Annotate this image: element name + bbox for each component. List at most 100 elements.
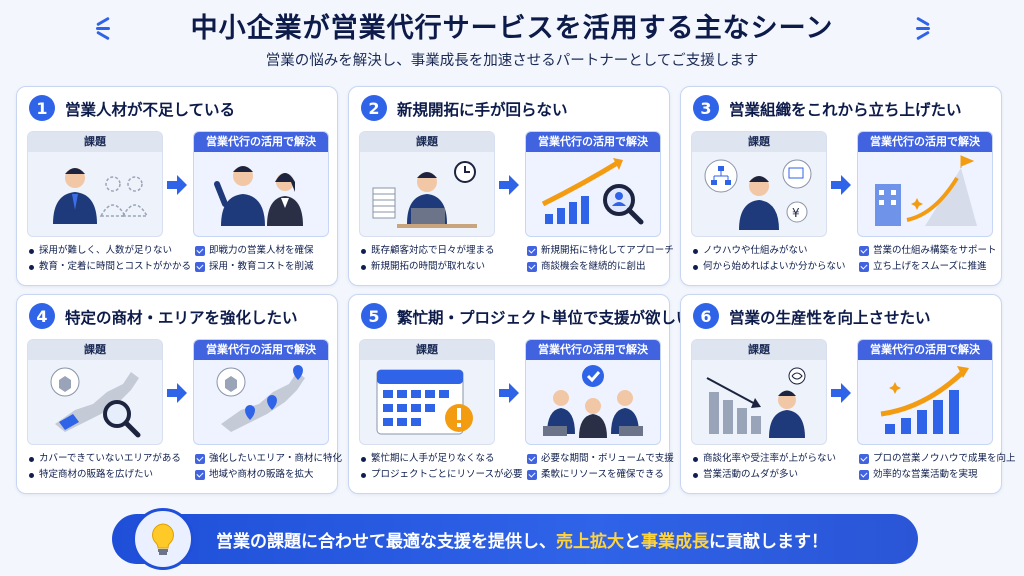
solution-list: 新規開拓に特化してアプローチ 商談機会を継続的に創出 (527, 243, 677, 275)
issue-item: 営業活動のムダが多い (693, 467, 843, 483)
card-title: 特定の商材・エリアを強化したい (65, 309, 298, 327)
scene-card-6: 6 営業の生産性を向上させたい 課題 営業代行の活用で解決 商談化率や受注率が上… (680, 294, 1016, 494)
solution-item: 新規開拓に特化してアプローチ (527, 243, 677, 259)
issue-item: 繁忙期に人手が足りなくなる (361, 451, 511, 467)
issue-item: 商談化率や受注率が上がらない (693, 451, 843, 467)
banner-highlight-sales: 売上拡大 (556, 531, 624, 552)
map-pins-illustration (216, 365, 305, 432)
worried-person-illustration (53, 168, 149, 224)
scene-card-1: 1 営業人材が不足している 課題 営業代行の活用で解決 採用が難しく、人数が足り… (16, 86, 338, 286)
page-subtitle: 営業の悩みを解決し、事業成長を加速させるパートナーとしてご支援します (265, 53, 759, 69)
issue-label: 課題 (360, 132, 494, 152)
issue-panel: 課題 ¥ (691, 131, 827, 237)
issue-panel: 課題 (27, 339, 163, 445)
issue-item: 新規開拓の時間が取れない (361, 259, 511, 275)
issue-item: 既存顧客対応で日々が埋まる (361, 243, 511, 259)
check-icon (527, 454, 537, 464)
card-number: 5 (361, 303, 387, 329)
solution-label: 営業代行の活用で解決 (526, 132, 660, 152)
issue-panel: 課題 (359, 339, 495, 445)
issue-list: 採用が難しく、人数が足りない 教育・定着に時間とコストがかかる (29, 243, 191, 275)
issue-item: 何から始めればよいか分からない (693, 259, 846, 275)
arrow-right-icon (831, 175, 851, 195)
issue-label: 課題 (360, 340, 494, 360)
solution-label: 営業代行の活用で解決 (526, 340, 660, 360)
arrow-right-icon (167, 383, 187, 403)
solution-list: 強化したいエリア・商材に特化 地域や商材の販路を拡大 (195, 451, 345, 483)
solution-panel: 営業代行の活用で解決 (525, 339, 661, 445)
solution-list: プロの営業ノウハウで成果を向上 効率的な営業活動を実現 (859, 451, 1016, 483)
issue-item: カバーできていないエリアがある (29, 451, 181, 467)
check-icon (859, 470, 869, 480)
title-decoration-right (916, 16, 930, 41)
arrow-right-icon (167, 175, 187, 195)
card-number: 4 (29, 303, 55, 329)
header: 中小企業が営業代行サービスを活用する主なシーン 営業の悩みを解決し、事業成長を加… (0, 6, 1024, 70)
solution-item: 即戦力の営業人材を確保 (195, 243, 345, 259)
solution-item: 強化したいエリア・商材に特化 (195, 451, 345, 467)
check-icon (527, 470, 537, 480)
card-number: 6 (693, 303, 719, 329)
solution-item: プロの営業ノウハウで成果を向上 (859, 451, 1016, 467)
check-icon (859, 262, 869, 272)
issue-panel: 課題 (359, 131, 495, 237)
solution-item: 採用・教育コストを削減 (195, 259, 345, 275)
card-title: 営業の生産性を向上させたい (729, 309, 931, 327)
issue-item: 特定商材の販路を広げたい (29, 467, 179, 483)
issue-panel: 課題 (27, 131, 163, 237)
check-icon (195, 470, 205, 480)
summary-banner: 営業の課題に合わせて最適な支援を提供し、売上拡大と事業成長に貢献します！ (112, 508, 918, 570)
solution-item: 商談機会を継続的に創出 (527, 259, 677, 275)
issue-item: 教育・定着に時間とコストがかかる (29, 259, 191, 275)
rising-chart-illustration (880, 366, 969, 434)
arrow-right-icon (499, 175, 519, 195)
issue-label: 課題 (692, 132, 826, 152)
thinking-person-illustration: ¥ (704, 159, 812, 230)
declining-chart-illustration (706, 367, 806, 438)
check-icon (859, 246, 869, 256)
scene-card-2: 2 新規開拓に手が回らない 課題 営業代行の活用で解決 既存顧客対応で日々が埋ま… (348, 86, 674, 286)
check-icon (859, 454, 869, 464)
solution-panel: 営業代行の活用で解決 (525, 131, 661, 237)
map-search-illustration (50, 367, 141, 438)
banner-highlight-growth: 事業成長 (641, 531, 709, 552)
check-icon (195, 454, 205, 464)
scene-card-5: 5 繁忙期・プロジェクト単位で支援が欲しい 課題 営業代行の活用で解決 繁忙期に… (348, 294, 692, 494)
solution-item: 地域や商材の販路を拡大 (195, 467, 345, 483)
solution-list: 即戦力の営業人材を確保 採用・教育コストを削減 (195, 243, 345, 275)
issue-list: カバーできていないエリアがある 特定商材の販路を広げたい (29, 451, 181, 483)
solution-item: 必要な期間・ボリュームで支援 (527, 451, 677, 467)
issue-list: 商談化率や受注率が上がらない 営業活動のムダが多い (693, 451, 843, 483)
solution-list: 必要な期間・ボリュームで支援 柔軟にリソースを確保できる (527, 451, 677, 483)
solution-item: 効率的な営業活動を実現 (859, 467, 1009, 483)
issue-item: ノウハウや仕組みがない (693, 243, 843, 259)
solution-panel: 営業代行の活用で解決 (193, 131, 329, 237)
support-team-illustration (543, 365, 643, 438)
card-title: 営業組織をこれから立ち上げたい (729, 101, 962, 119)
building-launch-illustration (875, 155, 977, 226)
card-number: 2 (361, 95, 387, 121)
solution-label: 営業代行の活用で解決 (194, 340, 328, 360)
arrow-right-icon (499, 383, 519, 403)
issue-label: 課題 (28, 132, 162, 152)
issue-list: 繁忙期に人手が足りなくなる プロジェクトごとにリソースが必要 (361, 451, 523, 483)
solution-label: 営業代行の活用で解決 (858, 340, 992, 360)
banner-text: 営業の課題に合わせて最適な支援を提供し、売上拡大と事業成長に貢献します！ (216, 531, 828, 552)
scene-card-3: 3 営業組織をこれから立ち上げたい 課題 ¥ 営業代行の活用で解決 ノウハウや仕… (680, 86, 1002, 286)
solution-panel: 営業代行の活用で解決 (857, 339, 993, 445)
title-decoration-left (96, 16, 110, 41)
solution-item: 柔軟にリソースを確保できる (527, 467, 677, 483)
arrow-right-icon (831, 383, 851, 403)
issue-item: 採用が難しく、人数が足りない (29, 243, 179, 259)
solution-list: 営業の仕組み構築をサポート 立ち上げをスムーズに推進 (859, 243, 1009, 275)
issue-label: 課題 (28, 340, 162, 360)
card-title: 営業人材が不足している (65, 101, 236, 119)
issue-list: ノウハウや仕組みがない 何から始めればよいか分からない (693, 243, 846, 275)
busy-desk-illustration (372, 161, 477, 228)
check-icon (195, 246, 205, 256)
solution-label: 営業代行の活用で解決 (858, 132, 992, 152)
solution-item: 立ち上げをスムーズに推進 (859, 259, 1009, 275)
check-icon (527, 246, 537, 256)
sales-team-illustration (214, 166, 303, 226)
calendar-alert-illustration (376, 369, 473, 435)
